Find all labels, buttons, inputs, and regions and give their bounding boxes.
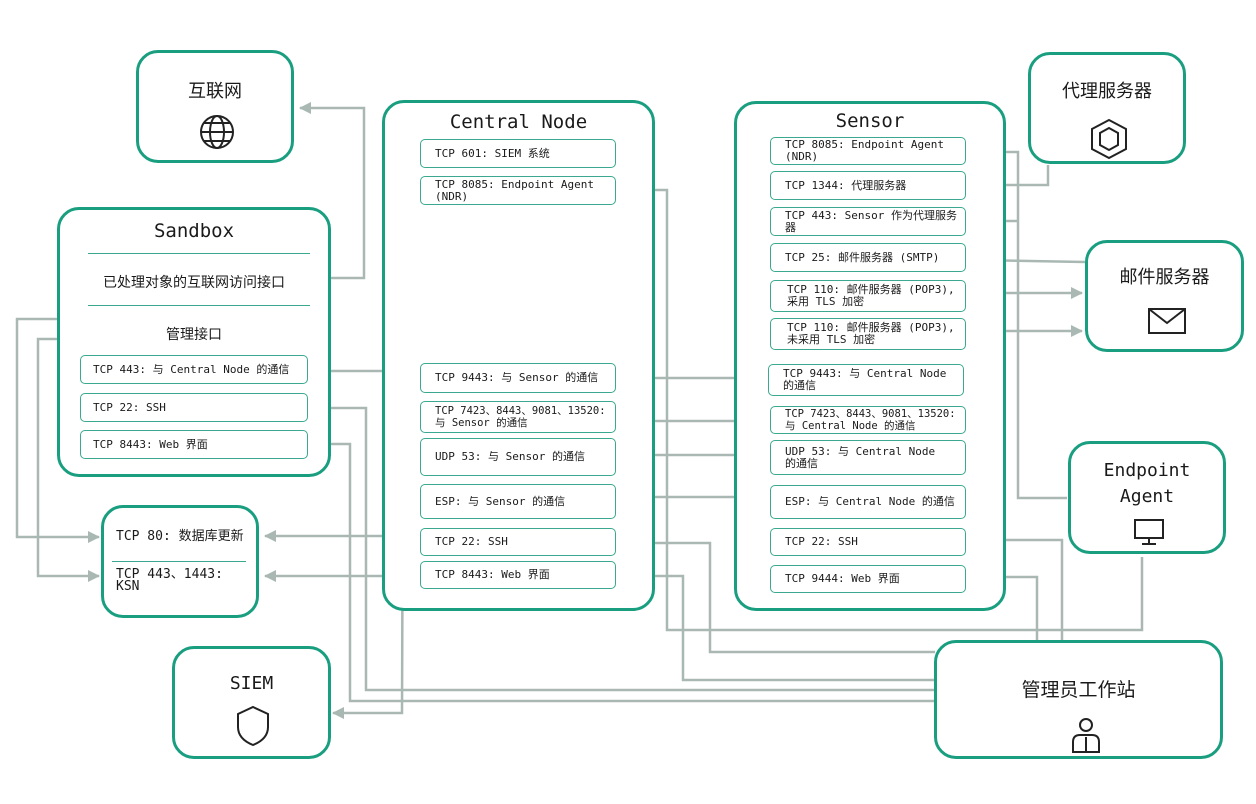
internet-label: 互联网 <box>188 81 242 102</box>
sandbox-internet-iface: 已处理对象的互联网访问接口 <box>103 275 285 291</box>
sandbox-port-8443: TCP 8443: Web 界面 <box>80 430 308 459</box>
siem-label: SIEM <box>229 673 274 694</box>
sensor-port-udp53: UDP 53: 与 Central Node 的通信 <box>770 440 966 475</box>
ksn-port: TCP 443、1443: KSN <box>110 566 252 596</box>
central-port-7423: TCP 7423、8443、9081、13520: 与 Sensor 的通信 <box>420 401 616 433</box>
endpoint-agent-node: Endpoint Agent <box>1068 441 1226 554</box>
sensor-port-110-notls: TCP 110: 邮件服务器 (POP3), 未采用 TLS 加密 <box>770 318 966 350</box>
sensor-port-8085: TCP 8085: Endpoint Agent (NDR) <box>770 137 966 165</box>
central-port-22: TCP 22: SSH <box>420 528 616 556</box>
admin-label: 管理员工作站 <box>1021 679 1136 701</box>
sandbox-title: Sandbox <box>153 220 235 242</box>
internet-node: 互联网 <box>136 50 294 163</box>
central-port-9443: TCP 9443: 与 Sensor 的通信 <box>420 363 616 393</box>
sensor-port-esp: ESP: 与 Central Node 的通信 <box>770 485 966 519</box>
central-port-8443: TCP 8443: Web 界面 <box>420 561 616 589</box>
mail-label: 邮件服务器 <box>1119 267 1210 288</box>
sandbox-mgmt-iface: 管理接口 <box>166 327 222 343</box>
central-port-601: TCP 601: SIEM 系统 <box>420 139 616 168</box>
sensor-port-9443: TCP 9443: 与 Central Node 的通信 <box>768 364 964 396</box>
sensor-port-22: TCP 22: SSH <box>770 528 966 556</box>
envelope-icon <box>1148 308 1186 334</box>
siem-node: SIEM <box>172 646 331 759</box>
db-separator <box>112 561 246 562</box>
central-title: Central Node <box>449 111 588 133</box>
monitor-icon <box>1134 519 1164 545</box>
sensor-port-9444: TCP 9444: Web 界面 <box>770 565 966 593</box>
db-update-port: TCP 80: 数据库更新 <box>110 522 252 552</box>
sandbox-port-22: TCP 22: SSH <box>80 393 308 422</box>
proxy-label: 代理服务器 <box>1062 81 1152 102</box>
sensor-port-110-tls: TCP 110: 邮件服务器 (POP3), 采用 TLS 加密 <box>770 280 966 312</box>
sandbox-separator-1 <box>88 253 310 254</box>
central-port-udp53: UDP 53: 与 Sensor 的通信 <box>420 438 616 476</box>
sensor-port-443: TCP 443: Sensor 作为代理服务器 <box>770 207 966 236</box>
hexagon-icon <box>1091 118 1127 160</box>
sensor-title: Sensor <box>835 110 905 132</box>
proxy-server-node: 代理服务器 <box>1028 52 1186 164</box>
sensor-port-1344: TCP 1344: 代理服务器 <box>770 171 966 200</box>
sandbox-separator-2 <box>88 305 310 306</box>
admin-workstation-node: 管理员工作站 <box>934 640 1223 759</box>
mail-server-node: 邮件服务器 <box>1085 240 1244 352</box>
sandbox-port-443: TCP 443: 与 Central Node 的通信 <box>80 355 308 384</box>
sensor-port-7423: TCP 7423、8443、9081、13520: 与 Central Node… <box>770 406 966 434</box>
central-port-esp: ESP: 与 Sensor 的通信 <box>420 484 616 519</box>
shield-icon <box>237 705 269 747</box>
user-icon <box>1072 718 1100 753</box>
sensor-port-25: TCP 25: 邮件服务器 (SMTP) <box>770 243 966 272</box>
endpoint-label-1: Endpoint <box>1103 460 1191 481</box>
central-port-8085: TCP 8085: Endpoint Agent (NDR) <box>420 176 616 205</box>
globe-icon <box>200 115 234 149</box>
endpoint-label-2: Agent <box>1119 486 1175 507</box>
